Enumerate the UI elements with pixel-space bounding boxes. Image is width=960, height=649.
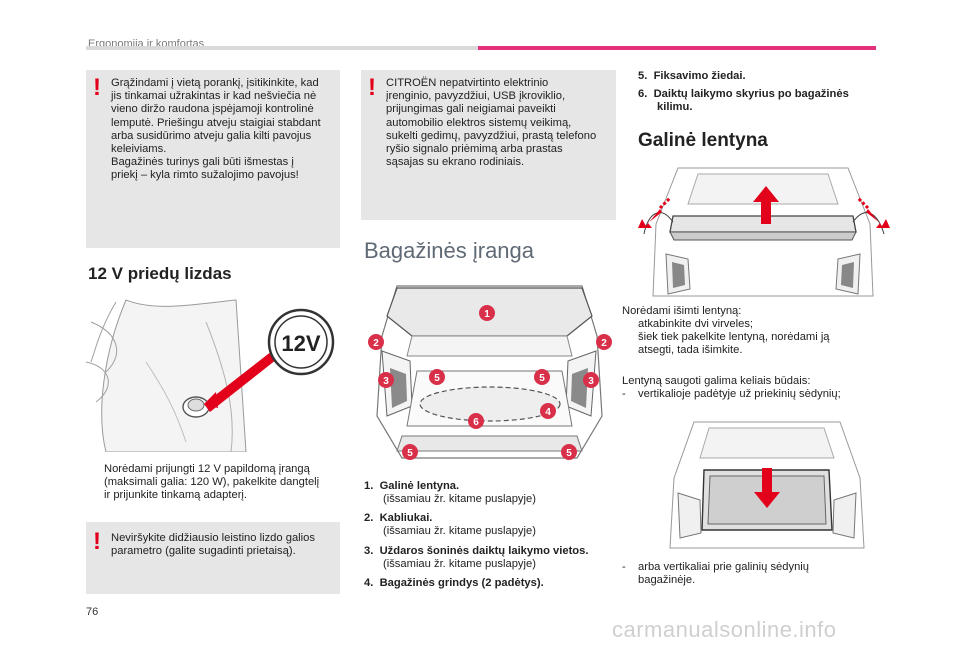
socket-section-title: 12 V priedų lizdas [88, 264, 232, 283]
boot-section-title: Bagažinės įranga [364, 238, 535, 263]
boot-item-1: 1. Galinė lentyna. (išsamiau žr. kitame … [364, 480, 536, 506]
shelf-removal-step-2: šiek tiek pakelkite lentyną, norėdami ją… [638, 331, 830, 357]
shelf-section-title: Galinė lentyna [638, 130, 768, 151]
boot-item-6: 6. Daiktų laikymo skyrius po bagažinės k… [638, 88, 849, 114]
callout-2-left: 2 [373, 338, 379, 349]
socket-label: 12V [281, 331, 320, 356]
warning-icon: ! [93, 74, 101, 101]
header-divider-accent [478, 46, 876, 50]
callout-6: 6 [473, 417, 479, 428]
callout-5-lower-right: 5 [566, 448, 572, 459]
boot-item-5: 5. Fiksavimo žiedai. [638, 70, 746, 82]
callout-3-right: 3 [588, 376, 594, 387]
callout-3-left: 3 [383, 376, 389, 387]
shelf-storage-option-1: -vertikalioje padėtyje už priekinių sėdy… [622, 388, 841, 400]
shelf-removal-illustration [638, 167, 890, 297]
shelf-storage-intro: Lentyną saugoti galima keliais būdais: [622, 375, 811, 387]
page-number: 76 [86, 606, 99, 618]
socket-illustration: 12V [86, 292, 338, 452]
warning-text-armrest: Grąžindami į vietą porankį, įsitikinkite… [111, 77, 321, 182]
socket-instruction: Norėdami prijungti 12 V papildomą įrangą… [104, 463, 320, 502]
warning-text-electrical: CITROËN nepatvirtinto elektrinio įrengin… [386, 77, 597, 169]
callout-5-lower-left: 5 [407, 448, 413, 459]
boot-item-4: 4. Bagažinės grindys (2 padėtys). [364, 577, 544, 589]
warning-box-socket-power: ! Neviršykite didžiausio leistino lizdo … [86, 522, 340, 594]
boot-item-2: 2. Kabliukai. (išsamiau žr. kitame pusla… [364, 512, 536, 538]
callout-5-upper-left: 5 [434, 373, 440, 384]
watermark: carmanualsonline.info [612, 617, 837, 642]
header-divider-grey [86, 46, 478, 50]
boot-illustration: 1 2 2 3 3 5 5 4 6 5 5 [368, 285, 612, 460]
warning-text-socket-power: Neviršykite didžiausio leistino lizdo ga… [111, 532, 315, 558]
boot-item-3: 3. Uždaros šoninės daiktų laikymo vietos… [364, 545, 589, 571]
shelf-removal-step-1: atkabinkite dvi virveles; [638, 318, 754, 330]
warning-box-electrical: ! CITROËN nepatvirtinto elektrinio įreng… [361, 70, 616, 220]
shelf-storage-option-2: -arba vertikaliai prie galinių sėdynių b… [622, 561, 810, 587]
warning-icon: ! [93, 528, 101, 555]
callout-5-upper-right: 5 [539, 373, 545, 384]
shelf-removal-intro: Norėdami išimti lentyną: [622, 305, 742, 317]
warning-box-armrest: ! Grąžindami į vietą porankį, įsitikinki… [86, 70, 340, 248]
callout-2-right: 2 [601, 338, 607, 349]
warning-icon: ! [368, 74, 376, 101]
callout-4: 4 [545, 407, 551, 418]
shelf-storage-illustration [669, 421, 865, 549]
callout-1: 1 [484, 309, 490, 320]
